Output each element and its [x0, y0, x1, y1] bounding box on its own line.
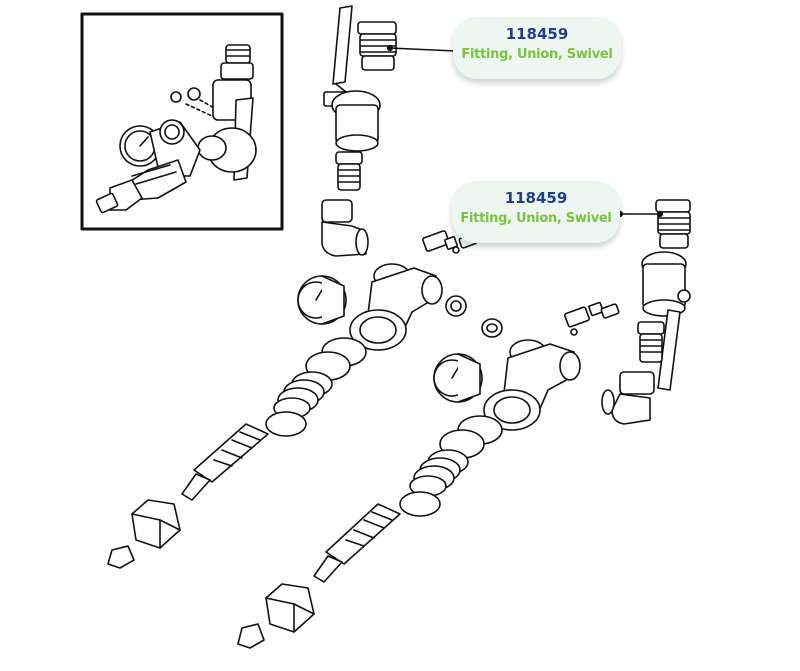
top-union-fitting	[357, 21, 397, 71]
part-description: Fitting, Union, Swivel	[461, 47, 613, 62]
right-gasket	[399, 491, 441, 517]
part-callout-lower: 118459 Fitting, Union, Swivel	[452, 181, 620, 243]
right-ball-valve	[641, 251, 691, 391]
left-end-plug	[107, 545, 135, 569]
left-strainer-tube	[181, 423, 269, 501]
right-hex-nut	[265, 583, 315, 633]
right-manifold-body	[483, 339, 581, 431]
left-manifold-body	[349, 263, 443, 351]
right-end-plug	[237, 623, 265, 649]
top-ball-valve	[323, 5, 381, 152]
right-gauge	[433, 353, 483, 403]
left-gauge	[297, 275, 347, 325]
part-number: 118459	[505, 25, 569, 43]
left-gasket	[265, 411, 307, 437]
top-elbow	[321, 199, 369, 257]
part-number: 118459	[504, 189, 568, 207]
left-bellows	[273, 371, 333, 419]
small-fittings-right	[564, 301, 620, 336]
part-callout-upper: 118459 Fitting, Union, Swivel	[453, 17, 621, 79]
leader-line-1	[386, 44, 456, 52]
left-hex-nut	[131, 499, 181, 549]
right-strainer-tube	[313, 503, 401, 583]
top-nipple	[335, 151, 363, 191]
right-elbow	[601, 371, 655, 425]
right-union-fitting	[655, 199, 691, 249]
inset-assembly	[95, 44, 257, 214]
right-bellows	[409, 449, 469, 497]
left-cap-plug	[445, 295, 503, 338]
part-description: Fitting, Union, Swivel	[460, 211, 612, 226]
right-nipple	[637, 321, 665, 363]
